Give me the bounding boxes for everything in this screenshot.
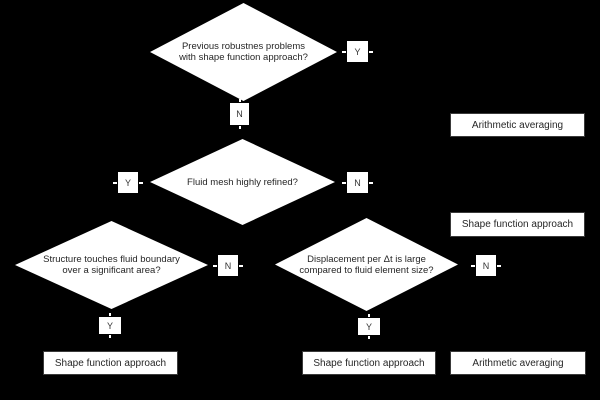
result-box-arithmetic-averaging-top: Arithmetic averaging — [450, 113, 585, 137]
decision-text-line: Previous robustnes problems — [181, 41, 306, 52]
branch-label-d4-yes: Y — [358, 314, 380, 339]
decision-text-line: Displacement per Δt is large — [307, 253, 426, 265]
branch-label-d3-no: N — [213, 255, 243, 276]
branch-label-d2-no: N — [342, 172, 373, 193]
result-box-shape-function-mid-right: Shape function approach — [450, 212, 585, 237]
decision-text-line: Structure touches fluid boundary — [43, 254, 180, 265]
decision-text-line: over a significant area? — [62, 265, 161, 276]
decision-fluid-mesh-refined: Fluid mesh highly refined? — [150, 139, 335, 225]
branch-label-d3-yes: Y — [99, 313, 121, 338]
decision-previous-robustness-problems: Previous robustnes problems with shape f… — [150, 3, 337, 101]
decision-text-line: with shape function approach? — [179, 52, 308, 63]
branch-label-d1-no: N — [230, 99, 249, 129]
decision-text-line: compared to fluid element size? — [299, 264, 434, 276]
decision-structure-touches-boundary: Structure touches fluid boundary over a … — [15, 221, 208, 309]
branch-label-d2-yes: Y — [113, 172, 143, 193]
result-box-shape-function-bottom-left: Shape function approach — [43, 351, 178, 375]
decision-displacement-per-dt: Displacement per Δt is large compared to… — [275, 218, 458, 311]
branch-label-d1-yes: Y — [342, 41, 373, 62]
result-box-shape-function-bottom-mid: Shape function approach — [302, 351, 436, 375]
result-box-arithmetic-averaging-bottom: Arithmetic averaging — [450, 351, 586, 375]
branch-label-d4-no: N — [471, 255, 501, 276]
decision-text-line: Fluid mesh highly refined? — [187, 176, 298, 188]
